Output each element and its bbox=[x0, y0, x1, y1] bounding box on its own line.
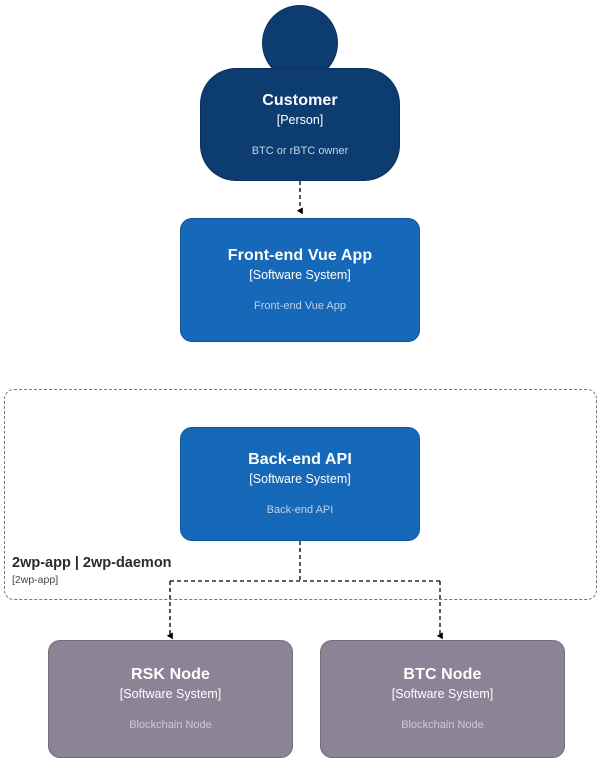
node-rsk-title: RSK Node bbox=[130, 666, 211, 683]
node-btc-type: [Software System] bbox=[391, 687, 494, 701]
boundary-label: 2wp-app | 2wp-daemon [2wp-app] bbox=[12, 554, 312, 587]
node-frontend-vue-app[interactable]: Front-end Vue App [Software System] Fron… bbox=[180, 218, 420, 342]
node-btc-node[interactable]: BTC Node [Software System] Blockchain No… bbox=[320, 640, 565, 758]
node-customer-description: BTC or rBTC owner bbox=[251, 144, 349, 157]
boundary-type: [2wp-app] bbox=[12, 574, 59, 586]
node-customer-title: Customer bbox=[262, 91, 338, 109]
node-frontend-description: Front-end Vue App bbox=[254, 300, 346, 312]
node-btc-description: Blockchain Node bbox=[401, 719, 484, 731]
node-backend-api[interactable]: Back-end API [Software System] Back-end … bbox=[180, 427, 420, 541]
node-rsk-node[interactable]: RSK Node [Software System] Blockchain No… bbox=[48, 640, 293, 758]
boundary-title: 2wp-app | 2wp-daemon bbox=[12, 555, 172, 571]
node-frontend-title: Front-end Vue App bbox=[227, 247, 373, 264]
node-backend-description: Back-end API bbox=[266, 504, 334, 516]
node-rsk-description: Blockchain Node bbox=[129, 719, 212, 731]
boundary-2wp-app bbox=[4, 389, 597, 600]
node-btc-title: BTC Node bbox=[403, 666, 482, 683]
node-customer-type: [Person] bbox=[276, 112, 324, 127]
node-customer[interactable]: Customer [Person] BTC or rBTC owner bbox=[200, 68, 400, 181]
node-backend-type: [Software System] bbox=[249, 472, 351, 486]
node-frontend-type: [Software System] bbox=[249, 268, 351, 282]
node-backend-title: Back-end API bbox=[248, 451, 352, 468]
node-rsk-type: [Software System] bbox=[119, 687, 222, 701]
